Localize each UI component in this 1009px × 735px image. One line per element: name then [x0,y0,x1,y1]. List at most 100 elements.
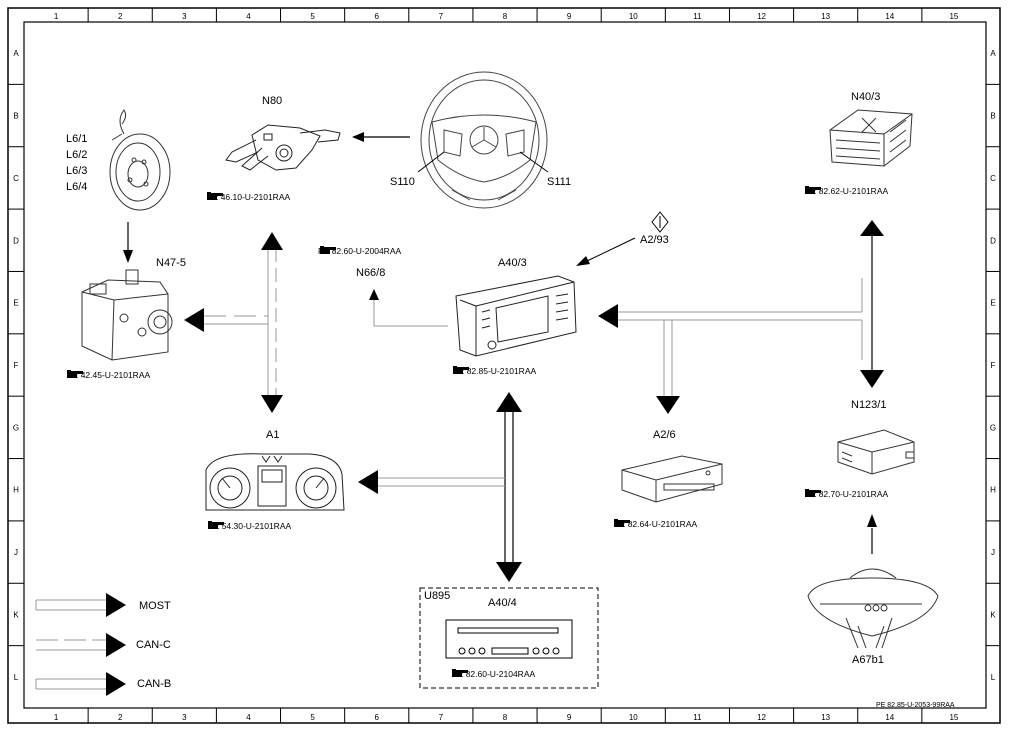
n47-5-ref: PE 42.45-U-2101RAA [67,370,150,380]
grid-col-top-2: 2 [118,12,123,21]
grid-col-bottom-5: 5 [310,713,315,722]
grid-col-bottom-12: 12 [757,713,766,722]
connections [123,132,884,582]
grid-col-bottom-13: 13 [821,713,830,722]
grid-col-bottom-8: 8 [503,713,508,722]
grid-ticks: 1122334455667788991010111112121313141415… [8,8,1000,723]
grid-row-left-H: H [13,486,19,495]
grid-row-right-K: K [990,610,996,619]
grid-col-top-14: 14 [885,12,894,21]
grid-col-top-7: 7 [439,12,444,21]
grid-row-right-E: E [990,299,995,308]
legend-can-c-label: CAN-C [136,639,171,651]
grid-row-left-F: F [14,361,19,370]
grid-col-bottom-6: 6 [375,713,380,722]
a67b1-mirror [807,568,939,649]
n80-label: N80 [262,95,282,107]
grid-col-top-9: 9 [567,12,572,21]
l6-2-label: L6/2 [66,149,87,161]
n47-5-esp-unit [81,269,173,361]
reference-hand-icon [453,366,469,374]
grid-row-left-J: J [14,548,18,557]
reference-hand-icon [805,186,821,194]
n47-5-label: N47-5 [156,257,186,269]
reference-hand-icon [614,519,630,527]
a2-6-ref: PE 82.64-U-2101RAA [614,519,697,529]
n123-1-ref: PE 82.70-U-2101RAA [805,489,888,499]
reference-hand-icon [452,669,468,677]
grid-col-bottom-9: 9 [567,713,572,722]
legend-can-b: CAN-B [35,672,171,696]
grid-col-top-6: 6 [375,12,380,21]
grid-row-left-B: B [13,112,18,121]
n40-3-ref: PE 82.62-U-2101RAA [805,186,888,196]
grid-row-right-G: G [990,423,996,432]
grid-row-left-G: G [13,423,19,432]
grid-col-top-12: 12 [757,12,766,21]
reference-hand-icon [320,246,336,254]
a67b1-label: A67b1 [852,654,884,666]
grid-row-left-L: L [14,673,19,682]
doc-reference: PE 82.85-U-2053-99RAA [876,702,955,709]
outer-frame [7,7,1001,724]
grid-row-right-A: A [990,49,996,58]
reference-hand-icon [208,521,224,529]
legend-most-label: MOST [139,600,171,612]
n40-3-amplifier [829,109,913,167]
labels: N80 PE 46.10-U-2101RAA S110 S111 N40/3 P… [66,91,955,709]
grid-col-top-4: 4 [246,12,251,21]
grid-row-right-J: J [991,548,995,557]
s111-label: S111 [547,176,571,188]
n40-3-label: N40/3 [851,91,880,103]
grid-col-top-3: 3 [182,12,187,21]
reference-hand-icon [207,192,223,200]
a40-3-head-unit [455,275,577,357]
a1-ref: PE 54.30-U-2101RAA [208,521,291,531]
reference-hand-icons [67,186,821,677]
grid-col-bottom-7: 7 [439,713,444,722]
grid-row-right-F: F [991,361,996,370]
n123-1-module [837,429,915,475]
a40-4-ref: PE 82.60-U-2104RAA [452,669,535,679]
legend: MOST CAN-C CAN-B [35,593,171,696]
grid-col-top-15: 15 [949,12,958,21]
a2-93-antenna-symbol [651,211,669,233]
grid-col-top-1: 1 [54,12,59,21]
a40-3-ref: PE 82.85-U-2101RAA [453,366,536,376]
legend-most: MOST [35,593,171,617]
grid-col-top-13: 13 [821,12,830,21]
legend-can-b-label: CAN-B [137,678,171,690]
grid-col-bottom-4: 4 [246,713,251,722]
n80-module [225,124,341,171]
grid-col-bottom-14: 14 [885,713,894,722]
n80-ref: PE 46.10-U-2101RAA [207,192,290,202]
steering-wheel [417,71,549,209]
legend-can-c: CAN-C [36,633,171,657]
grid-col-top-5: 5 [310,12,315,21]
grid-col-top-8: 8 [503,12,508,21]
l6-3-label: L6/3 [66,165,87,177]
grid-row-left-E: E [13,299,18,308]
grid-col-bottom-15: 15 [949,713,958,722]
s110-label: S110 [390,176,415,188]
l6-1-label: L6/1 [66,133,87,145]
reference-hand-icon [805,489,821,497]
grid-row-right-H: H [990,486,996,495]
grid-col-bottom-1: 1 [54,713,59,722]
grid-row-left-C: C [13,174,19,183]
grid-row-right-B: B [990,112,995,121]
grid-row-right-D: D [990,236,996,245]
a1-label: A1 [266,429,279,441]
a1-instrument-cluster [205,453,345,511]
grid-col-bottom-11: 11 [693,713,702,722]
n66-8-ref: PE 82.60-U-2004RAA [318,246,401,256]
grid-row-left-K: K [13,610,19,619]
grid-col-top-11: 11 [693,12,702,21]
grid-row-left-A: A [13,49,19,58]
a2-93-label: A2/93 [640,234,669,246]
u895-a40-4-unit [419,587,599,689]
a2-6-module [621,455,723,503]
n66-8-label: N66/8 [356,267,385,279]
n123-1-label: N123/1 [851,399,886,411]
